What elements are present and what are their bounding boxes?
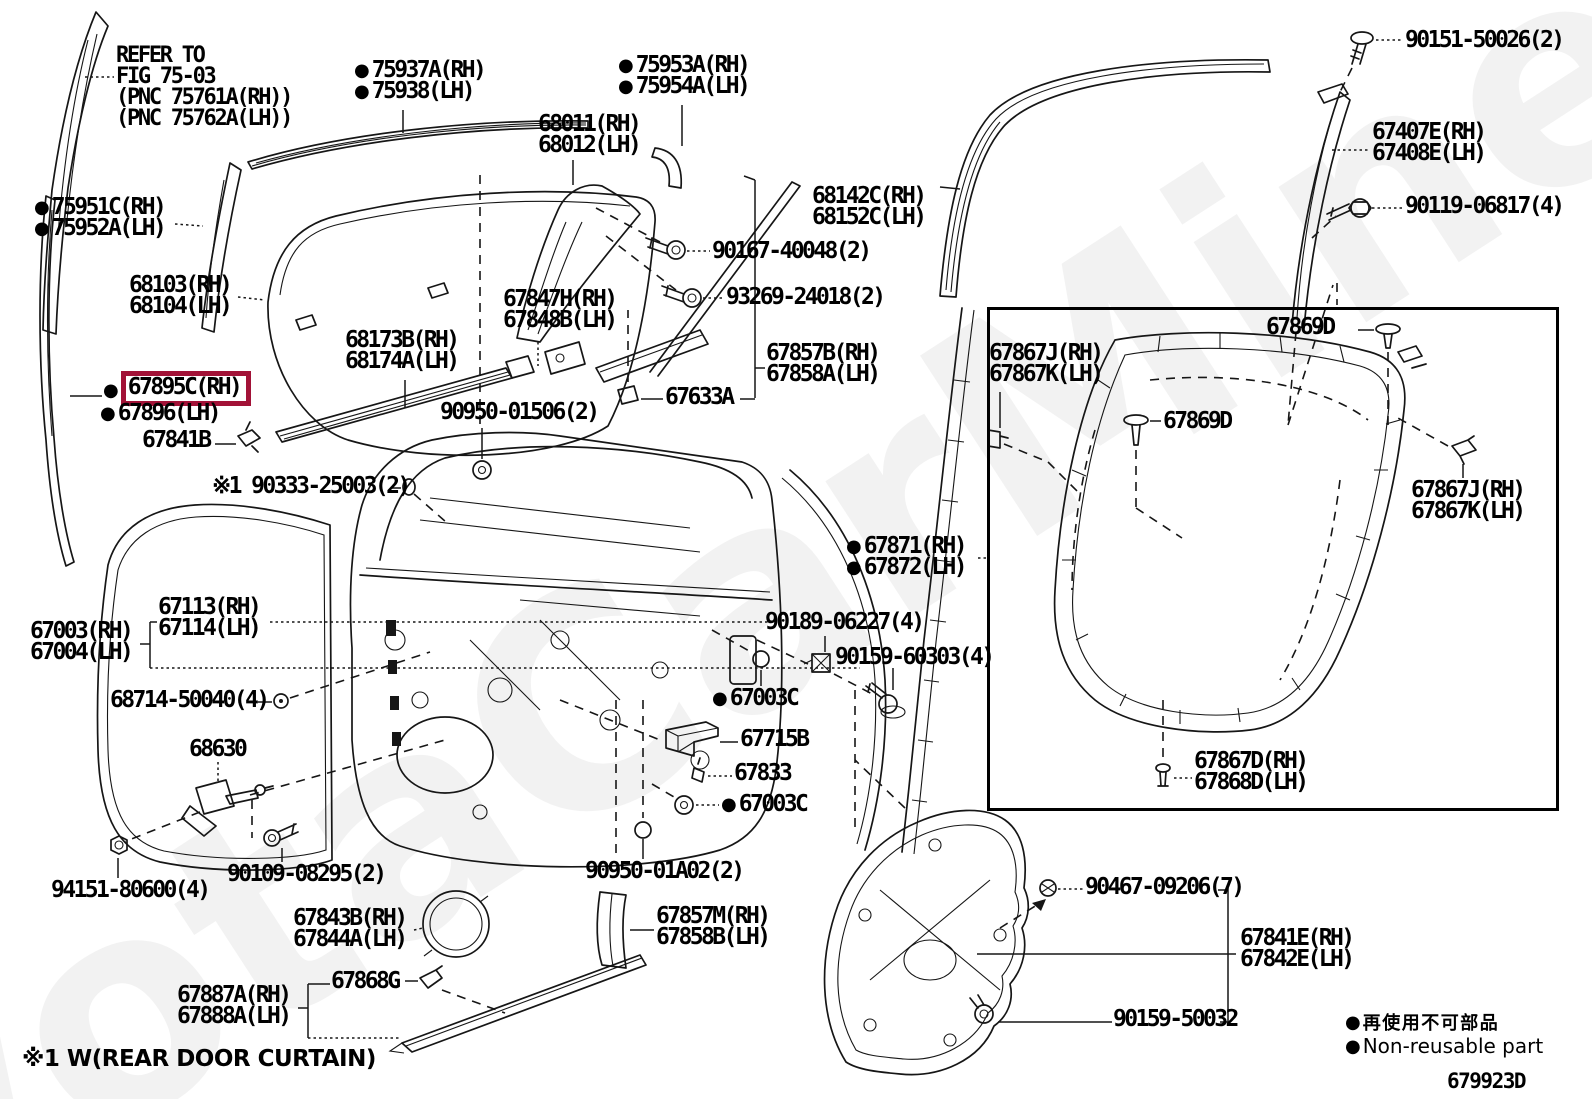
part-label-90467-09206[interactable]: 90467-09206(7) bbox=[1085, 874, 1245, 900]
part-label-90151-50026[interactable]: 90151-50026(2) bbox=[1405, 27, 1565, 53]
non-reusable-bullet-icon: ● bbox=[354, 60, 370, 81]
part-label-67871-67872[interactable]: ●67871(RH)●67872(LH) bbox=[846, 533, 968, 580]
part-label-diagram-code: 679923D bbox=[1447, 1069, 1527, 1093]
part-label-legend-jp: ●再使用不可部品 bbox=[1345, 1012, 1500, 1034]
non-reusable-bullet-icon: ● bbox=[618, 76, 634, 97]
part-label-93269-24018[interactable]: 93269-24018(2) bbox=[726, 284, 886, 310]
part-label-67896[interactable]: ●67896(LH) bbox=[100, 400, 222, 426]
part-label-67113-67114[interactable]: 67113(RH)67114(LH) bbox=[158, 594, 262, 641]
part-label-67633A[interactable]: 67633A bbox=[665, 384, 735, 410]
part-label-75937A-75938[interactable]: ●75937A(RH)●75938(LH) bbox=[354, 57, 487, 104]
non-reusable-bullet-icon: ● bbox=[34, 197, 50, 218]
part-label-67847H-67848B[interactable]: 67847H(RH)67848B(LH) bbox=[503, 286, 618, 333]
non-reusable-bullet-icon: ● bbox=[712, 688, 728, 709]
part-label-67867D-67868D[interactable]: 67867D(RH)67868D(LH) bbox=[1194, 748, 1309, 795]
part-label-90950-01506[interactable]: 90950-01506(2) bbox=[440, 399, 600, 425]
part-label-67868G[interactable]: 67868G bbox=[331, 968, 401, 994]
non-reusable-bullet-icon: ● bbox=[103, 380, 119, 401]
part-label-68142C-68152C[interactable]: 68142C(RH)68152C(LH) bbox=[812, 183, 927, 230]
non-reusable-bullet-icon: ● bbox=[846, 536, 862, 557]
part-label-67715B[interactable]: 67715B bbox=[740, 726, 810, 752]
part-label-68103-68104[interactable]: 68103(RH)68104(LH) bbox=[129, 272, 233, 319]
part-label-67003C-2[interactable]: ●67003C bbox=[721, 791, 809, 817]
part-label-90159-50032[interactable]: 90159-50032 bbox=[1113, 1006, 1239, 1032]
non-reusable-bullet-icon: ● bbox=[354, 81, 370, 102]
part-label-90167-40048[interactable]: 90167-40048(2) bbox=[712, 238, 872, 264]
part-label-75953A-75954A[interactable]: ●75953A(RH)●75954A(LH) bbox=[618, 52, 751, 99]
non-reusable-bullet-icon: ● bbox=[100, 403, 116, 424]
part-label-67869D-mid[interactable]: 67869D bbox=[1163, 408, 1233, 434]
part-label-68714-50040[interactable]: 68714-50040(4) bbox=[110, 687, 270, 713]
part-label-90119-06817[interactable]: 90119-06817(4) bbox=[1405, 193, 1565, 219]
part-label-90950-01A02[interactable]: 90950-01A02(2) bbox=[585, 858, 745, 884]
part-label-94151-80600[interactable]: 94151-80600(4) bbox=[51, 877, 211, 903]
part-label-75951C-75952A[interactable]: ●75951C(RH)●75952A(LH) bbox=[34, 194, 167, 241]
part-label-67843B-67844A[interactable]: 67843B(RH)67844A(LH) bbox=[293, 905, 408, 952]
part-label-67003-67004[interactable]: 67003(RH)67004(LH) bbox=[30, 618, 134, 665]
part-label-footnote: ※1 W(REAR DOOR CURTAIN) bbox=[22, 1046, 376, 1072]
part-label-90189-06227[interactable]: 90189-06227(4) bbox=[765, 609, 925, 635]
part-label-68630[interactable]: 68630 bbox=[189, 736, 248, 762]
part-label-68011-68012[interactable]: 68011(RH)68012(LH) bbox=[538, 111, 642, 158]
part-label-67407E-67408E[interactable]: 67407E(RH)67408E(LH) bbox=[1372, 119, 1487, 166]
part-label-67867J-67867K-left[interactable]: 67867J(RH)67867K(LH) bbox=[989, 340, 1104, 387]
part-label-90333-25003[interactable]: ※1 90333-25003(2) bbox=[212, 473, 411, 499]
non-reusable-bullet-icon: ● bbox=[618, 55, 634, 76]
part-label-67867J-67867K-right[interactable]: 67867J(RH)67867K(LH) bbox=[1411, 477, 1526, 524]
part-label-68173B-68174A[interactable]: 68173B(RH)68174A(LH) bbox=[345, 327, 460, 374]
weatherstrip-inset-box bbox=[987, 307, 1559, 811]
part-label-67887A-67888A[interactable]: 67887A(RH)67888A(LH) bbox=[177, 982, 292, 1029]
non-reusable-bullet-icon: ● bbox=[846, 557, 862, 578]
part-label-67841E-67842E[interactable]: 67841E(RH)67842E(LH) bbox=[1240, 925, 1355, 972]
part-label-67895C[interactable]: ●67895C(RH) bbox=[103, 371, 252, 406]
part-label-67869D-top[interactable]: 67869D bbox=[1266, 314, 1336, 340]
part-label-90109-08295[interactable]: 90109-08295(2) bbox=[227, 861, 387, 887]
part-label-67833[interactable]: 67833 bbox=[734, 760, 793, 786]
highlighted-part-number: 67895C(RH) bbox=[120, 371, 252, 406]
non-reusable-bullet-icon: ● bbox=[34, 218, 50, 239]
part-label-legend-en: ●Non-reusable part bbox=[1345, 1034, 1544, 1058]
part-label-67857M-67858B[interactable]: 67857M(RH)67858B(LH) bbox=[656, 903, 771, 950]
part-label-67003C-1[interactable]: ●67003C bbox=[712, 685, 800, 711]
part-label-67857B-67858A[interactable]: 67857B(RH)67858A(LH) bbox=[766, 340, 881, 387]
non-reusable-bullet-icon: ● bbox=[1345, 1036, 1361, 1057]
non-reusable-bullet-icon: ● bbox=[1345, 1012, 1361, 1033]
part-label-67841B[interactable]: 67841B bbox=[142, 427, 212, 453]
part-label-90159-60303[interactable]: 90159-60303(4) bbox=[835, 644, 995, 670]
non-reusable-bullet-icon: ● bbox=[721, 794, 737, 815]
